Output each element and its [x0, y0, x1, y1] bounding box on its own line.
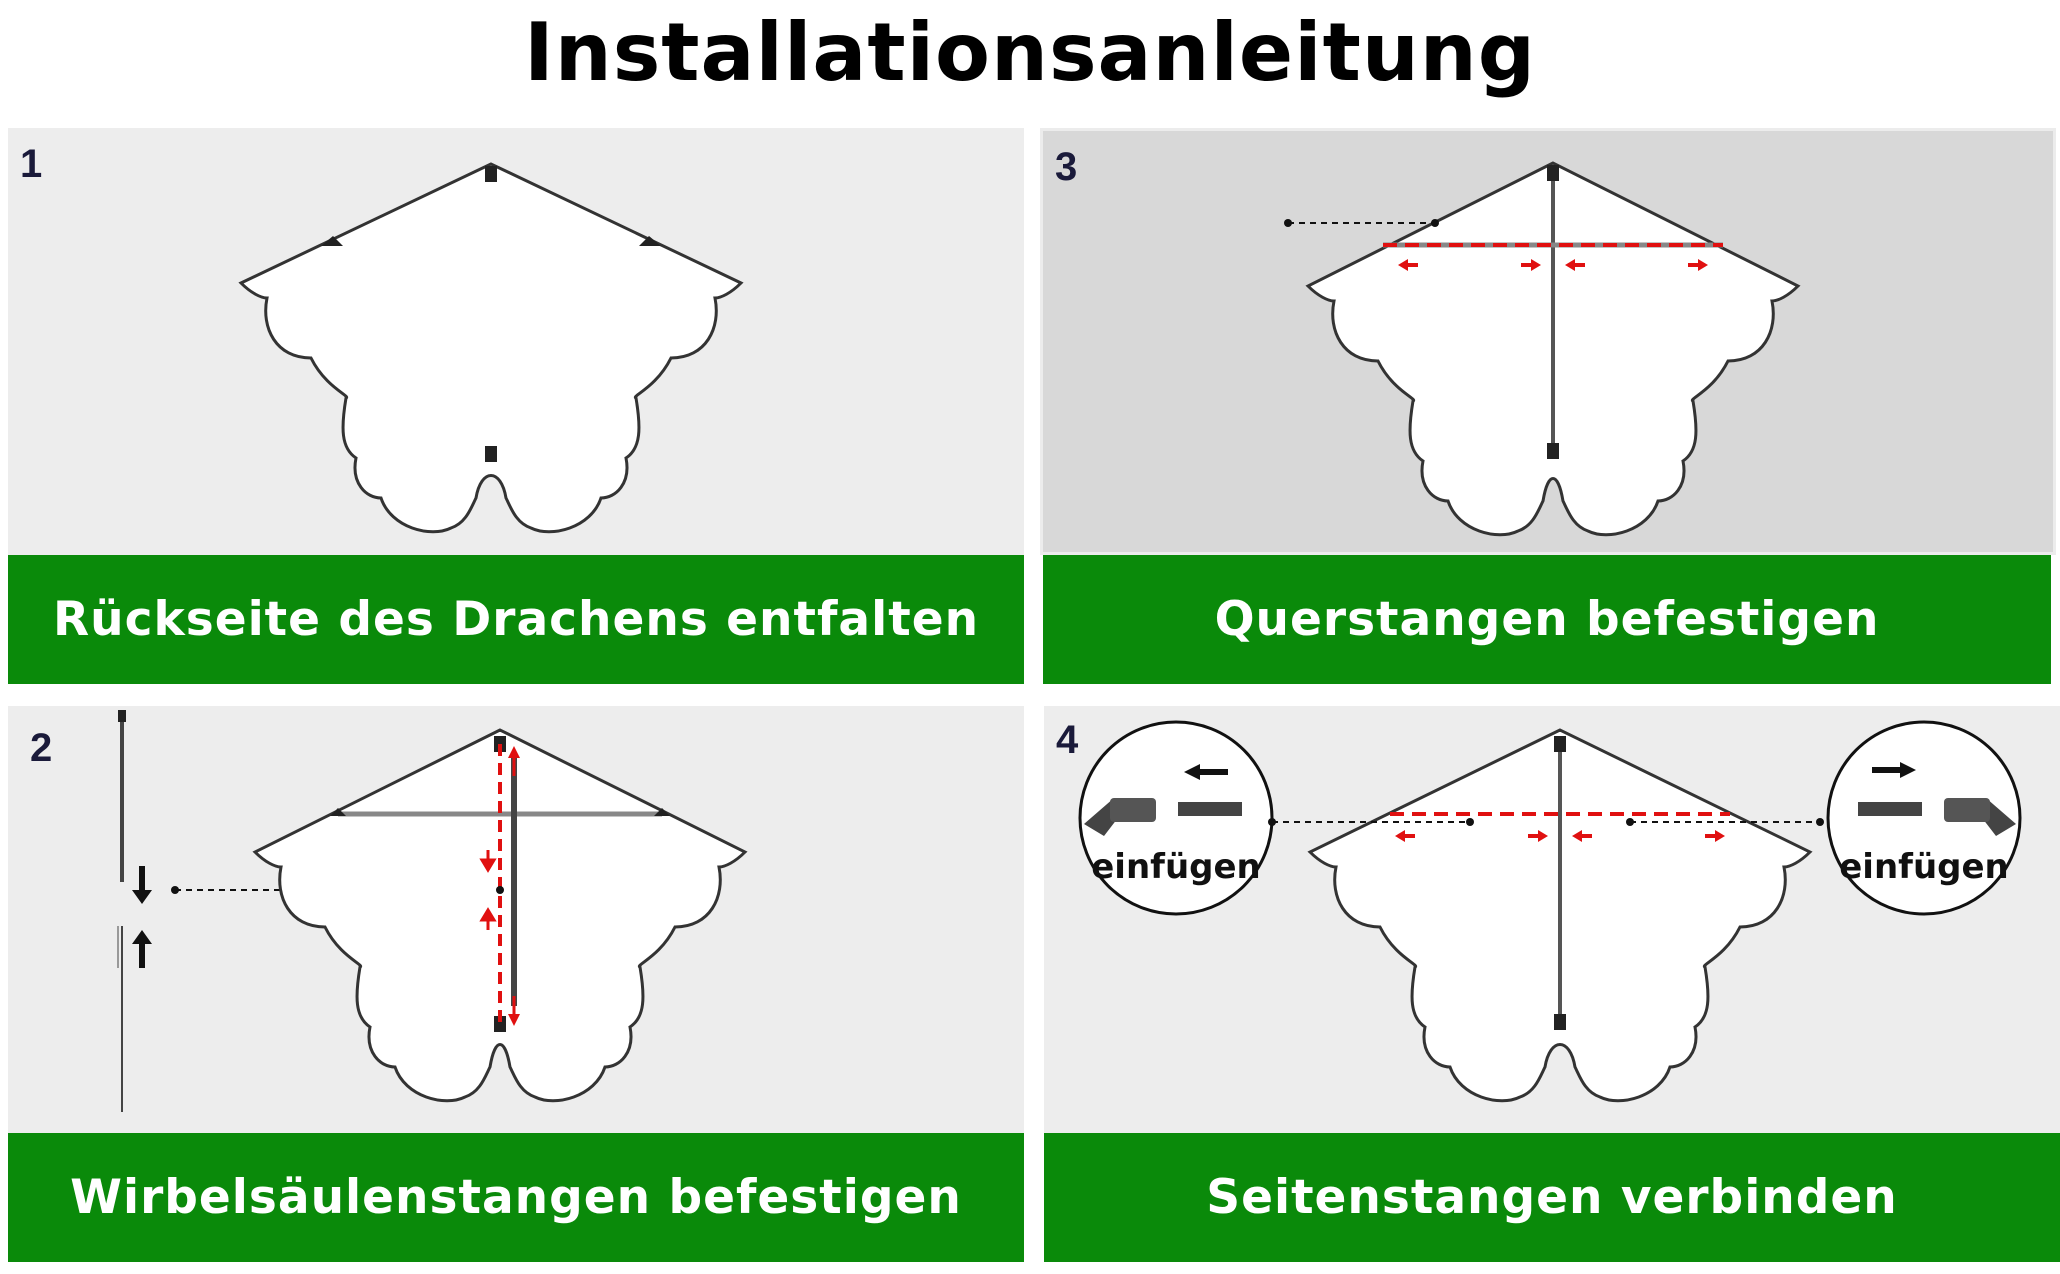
arrow-up-icon: [132, 930, 152, 968]
zoom-right: einfügen: [1826, 720, 2022, 916]
arrow-left-icon: [1184, 764, 1228, 780]
insert-label: einfügen: [1091, 847, 1261, 887]
arrow-icon: [1395, 830, 1415, 842]
arrow-icon: [1572, 830, 1592, 842]
spine-connector-top: [1554, 736, 1566, 752]
step-2-illustration: 2: [8, 706, 1024, 1133]
right-connector: [639, 236, 661, 246]
rod-cap: [118, 710, 126, 722]
step-caption: Rückseite des Drachens entfalten: [52, 592, 980, 647]
arrow-right-icon: [1872, 762, 1916, 778]
kite-outline: [238, 162, 744, 534]
step-panel-1: 1 Rückseite des Drachens entfalten: [8, 128, 1024, 684]
caption-bar: Rückseite des Drachens entfalten: [8, 555, 1024, 684]
arrow-icon: [1521, 259, 1541, 271]
step-number: 4: [1056, 718, 1079, 762]
step-panel-3: 3 Querstangen befestigen: [1040, 128, 2056, 684]
leader-dot: [1431, 219, 1439, 227]
cross-spar-diagram: [1284, 161, 1801, 537]
arrow-down-icon: [132, 866, 152, 904]
page-title: Installationsanleitung: [523, 6, 1537, 99]
caption-bar: Wirbelsäulenstangen befestigen: [8, 1133, 1024, 1262]
step-panel-2: 2: [8, 706, 1024, 1262]
step-4-illustration: 4 einfügen einfügen: [1044, 706, 2060, 1133]
kite-unfolded-diagram: [238, 162, 744, 534]
arrow-icon: [1565, 259, 1585, 271]
step-number: 3: [1055, 145, 1078, 189]
arrow-up-icon: [508, 746, 520, 758]
arrow-icon: [1528, 830, 1548, 842]
insert-label: einfügen: [1839, 847, 2009, 887]
step-number: 2: [30, 726, 53, 770]
side-rod-diagram: einfügen einfügen: [1078, 720, 2022, 1103]
step-1-illustration: 1: [8, 128, 1024, 555]
spine-connector-bottom: [494, 1016, 506, 1032]
arrow-down-icon: [508, 1014, 520, 1026]
step-panel-4: 4 einfügen einfügen: [1044, 706, 2060, 1262]
caption-bar: Querstangen befestigen: [1043, 555, 2051, 684]
spine-rod-diagram: [117, 710, 748, 1112]
spine-connector-top: [1547, 165, 1559, 181]
spine-connector-top: [485, 166, 497, 182]
step-3-illustration: 3: [1040, 128, 2056, 555]
spine-connector-bottom: [1547, 443, 1559, 459]
arrow-icon: [479, 907, 497, 930]
spine-connector-bottom: [1554, 1014, 1566, 1030]
step-caption: Wirbelsäulenstangen befestigen: [70, 1170, 962, 1225]
step-caption: Seitenstangen verbinden: [1206, 1170, 1898, 1225]
arrow-icon: [1688, 259, 1708, 271]
caption-bar: Seitenstangen verbinden: [1044, 1133, 2060, 1262]
step-number: 1: [20, 142, 43, 186]
join-point: [496, 886, 504, 894]
arrow-icon: [1705, 830, 1725, 842]
leader-dot: [1284, 219, 1292, 227]
spine-connector-bottom: [485, 446, 497, 462]
arrow-icon: [479, 850, 497, 873]
arrow-icon: [1398, 259, 1418, 271]
step-caption: Querstangen befestigen: [1214, 592, 1880, 647]
zoom-left: einfügen: [1078, 720, 1274, 916]
leader-dot: [171, 886, 179, 894]
left-connector: [321, 236, 343, 246]
